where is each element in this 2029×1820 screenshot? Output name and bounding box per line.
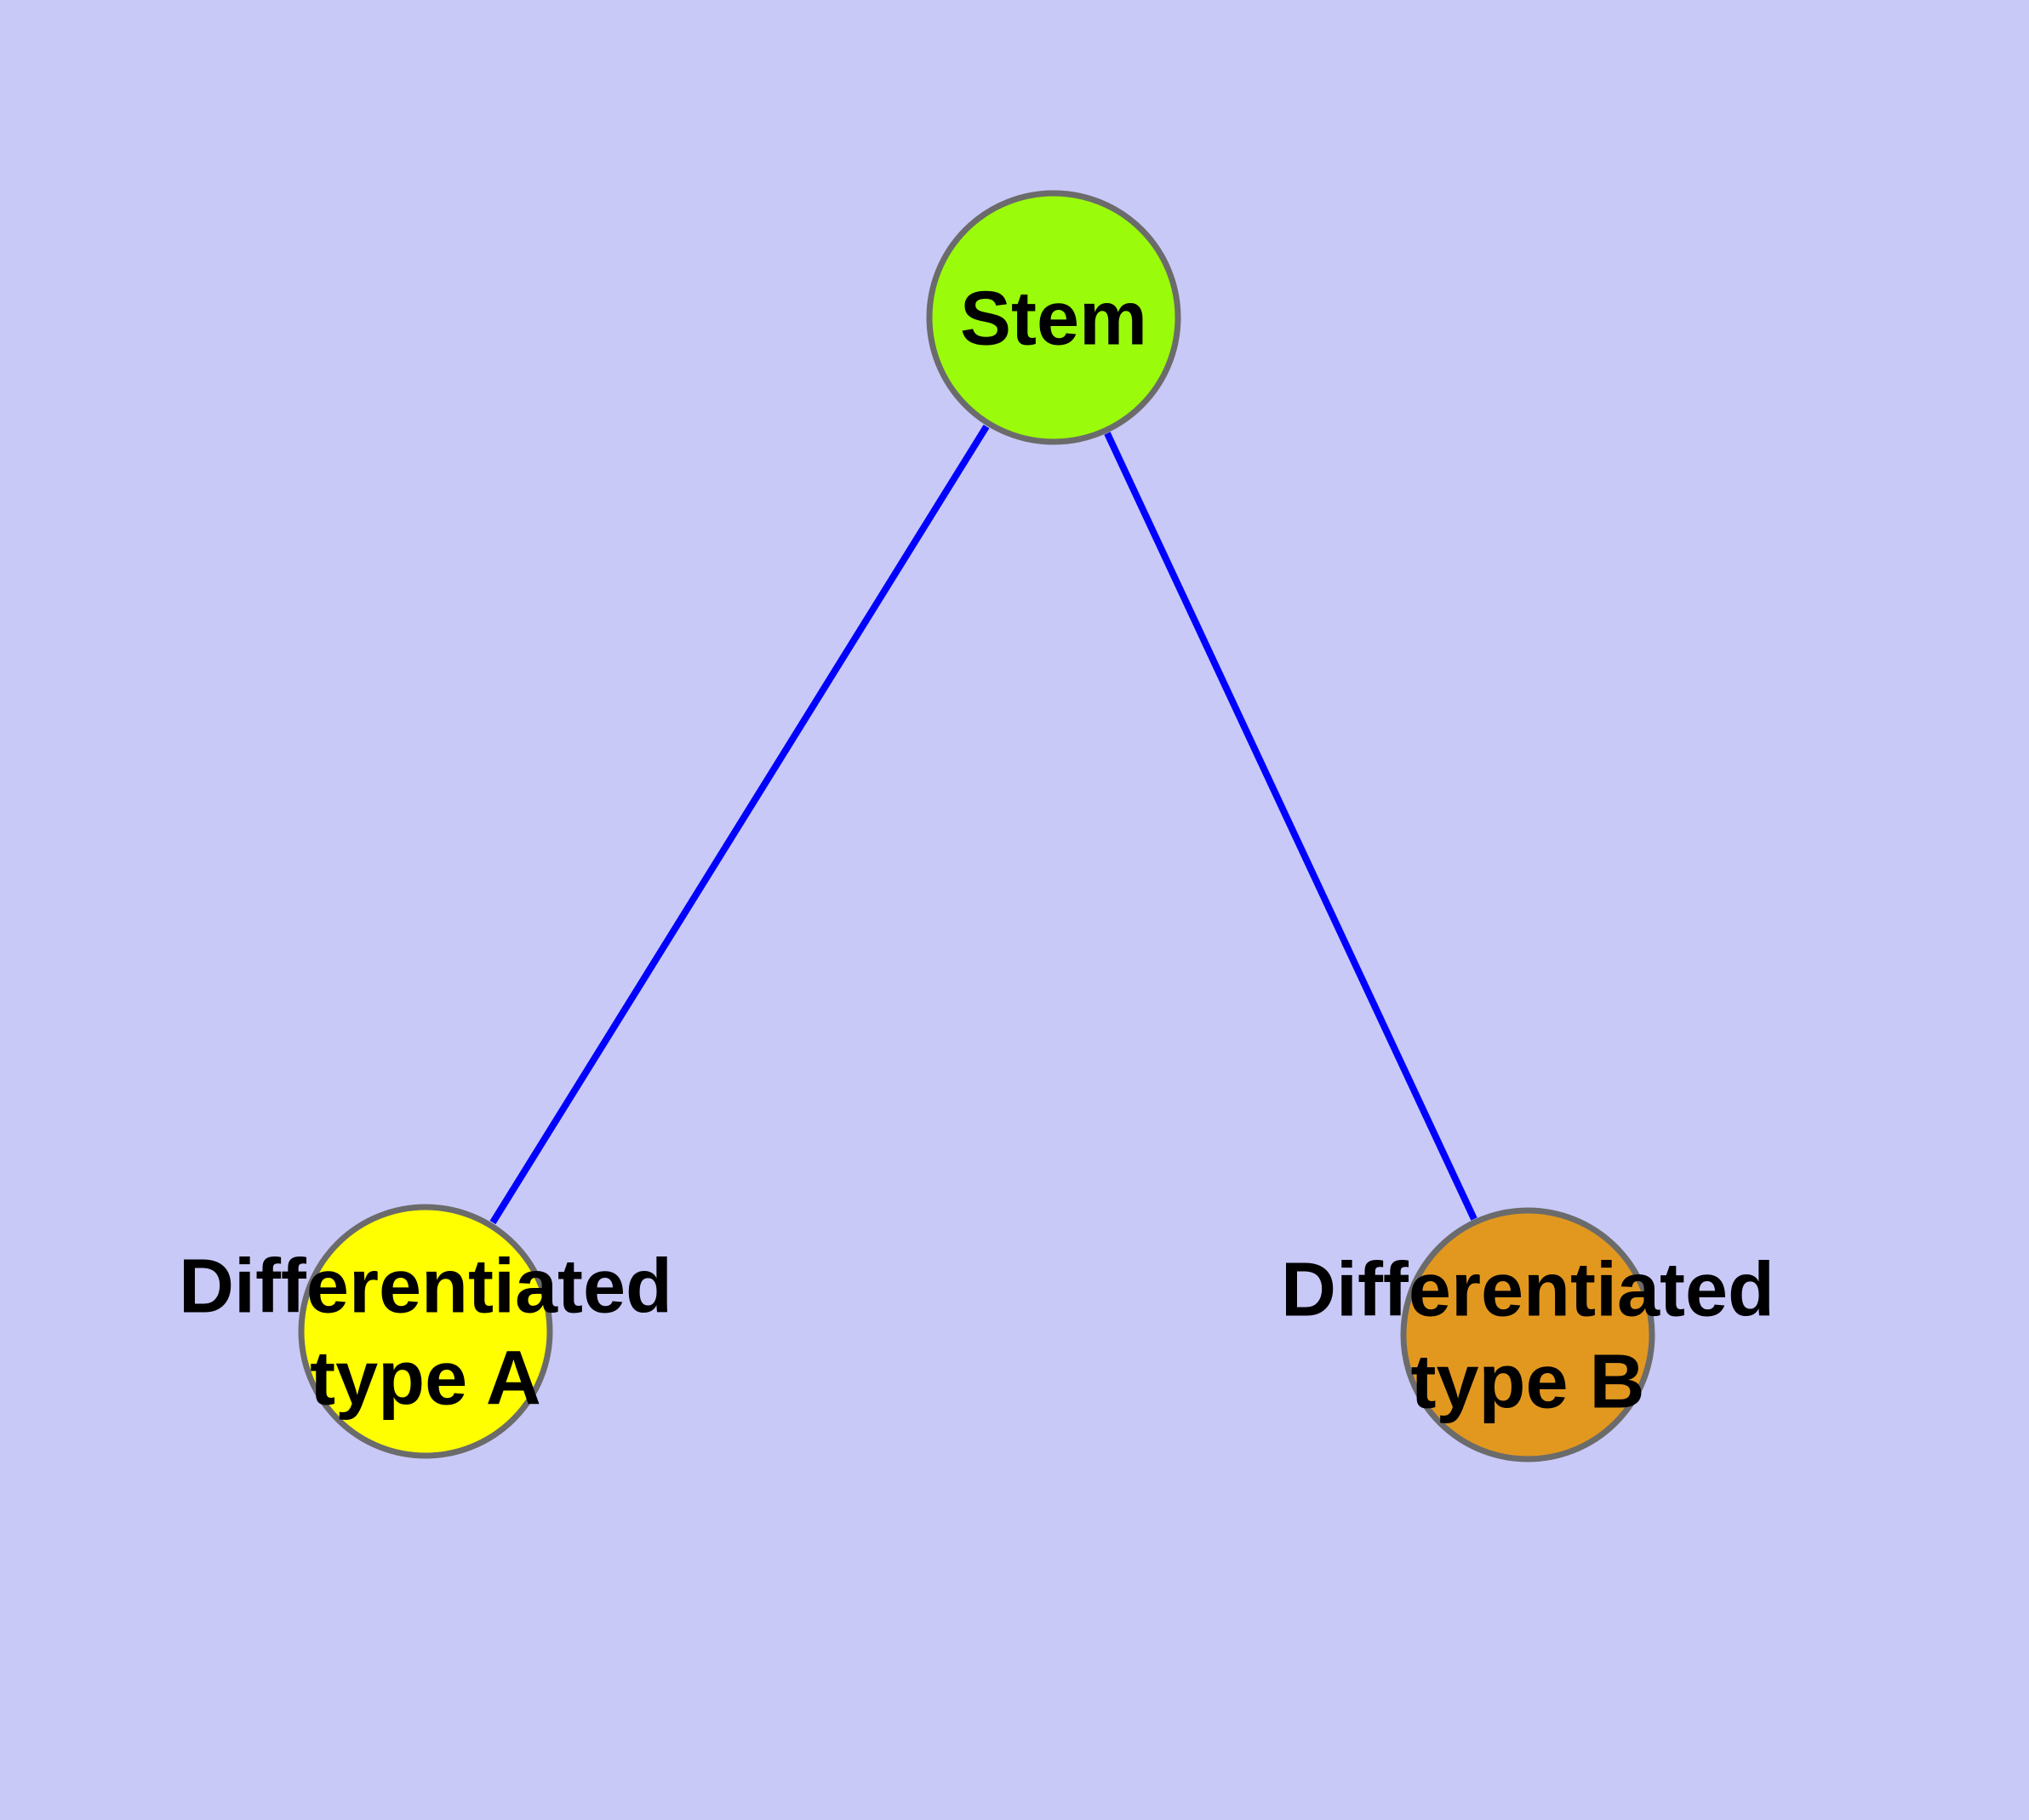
- node-stem: [926, 190, 1181, 445]
- nodes: [298, 190, 1655, 1462]
- edge-stem-to-differentiated-type-a: [489, 424, 990, 1225]
- node-differentiated-type-a-label-line1: Differentiated: [179, 1245, 672, 1330]
- node-differentiated-type-a: [298, 1204, 553, 1459]
- edge-stem-to-differentiated-type-b: [1104, 432, 1477, 1221]
- node-differentiated-type-b: [1400, 1207, 1655, 1462]
- node-differentiated-type-b-label-line2: type B: [1410, 1340, 1644, 1425]
- node-labels: Stem Differentiated type A Differentiate…: [179, 277, 1775, 1425]
- node-differentiated-type-a-label-line2: type A: [310, 1336, 541, 1422]
- node-differentiated-type-b-label-line1: Differentiated: [1281, 1248, 1775, 1333]
- node-stem-label: Stem: [960, 277, 1147, 362]
- edges: [489, 424, 1477, 1225]
